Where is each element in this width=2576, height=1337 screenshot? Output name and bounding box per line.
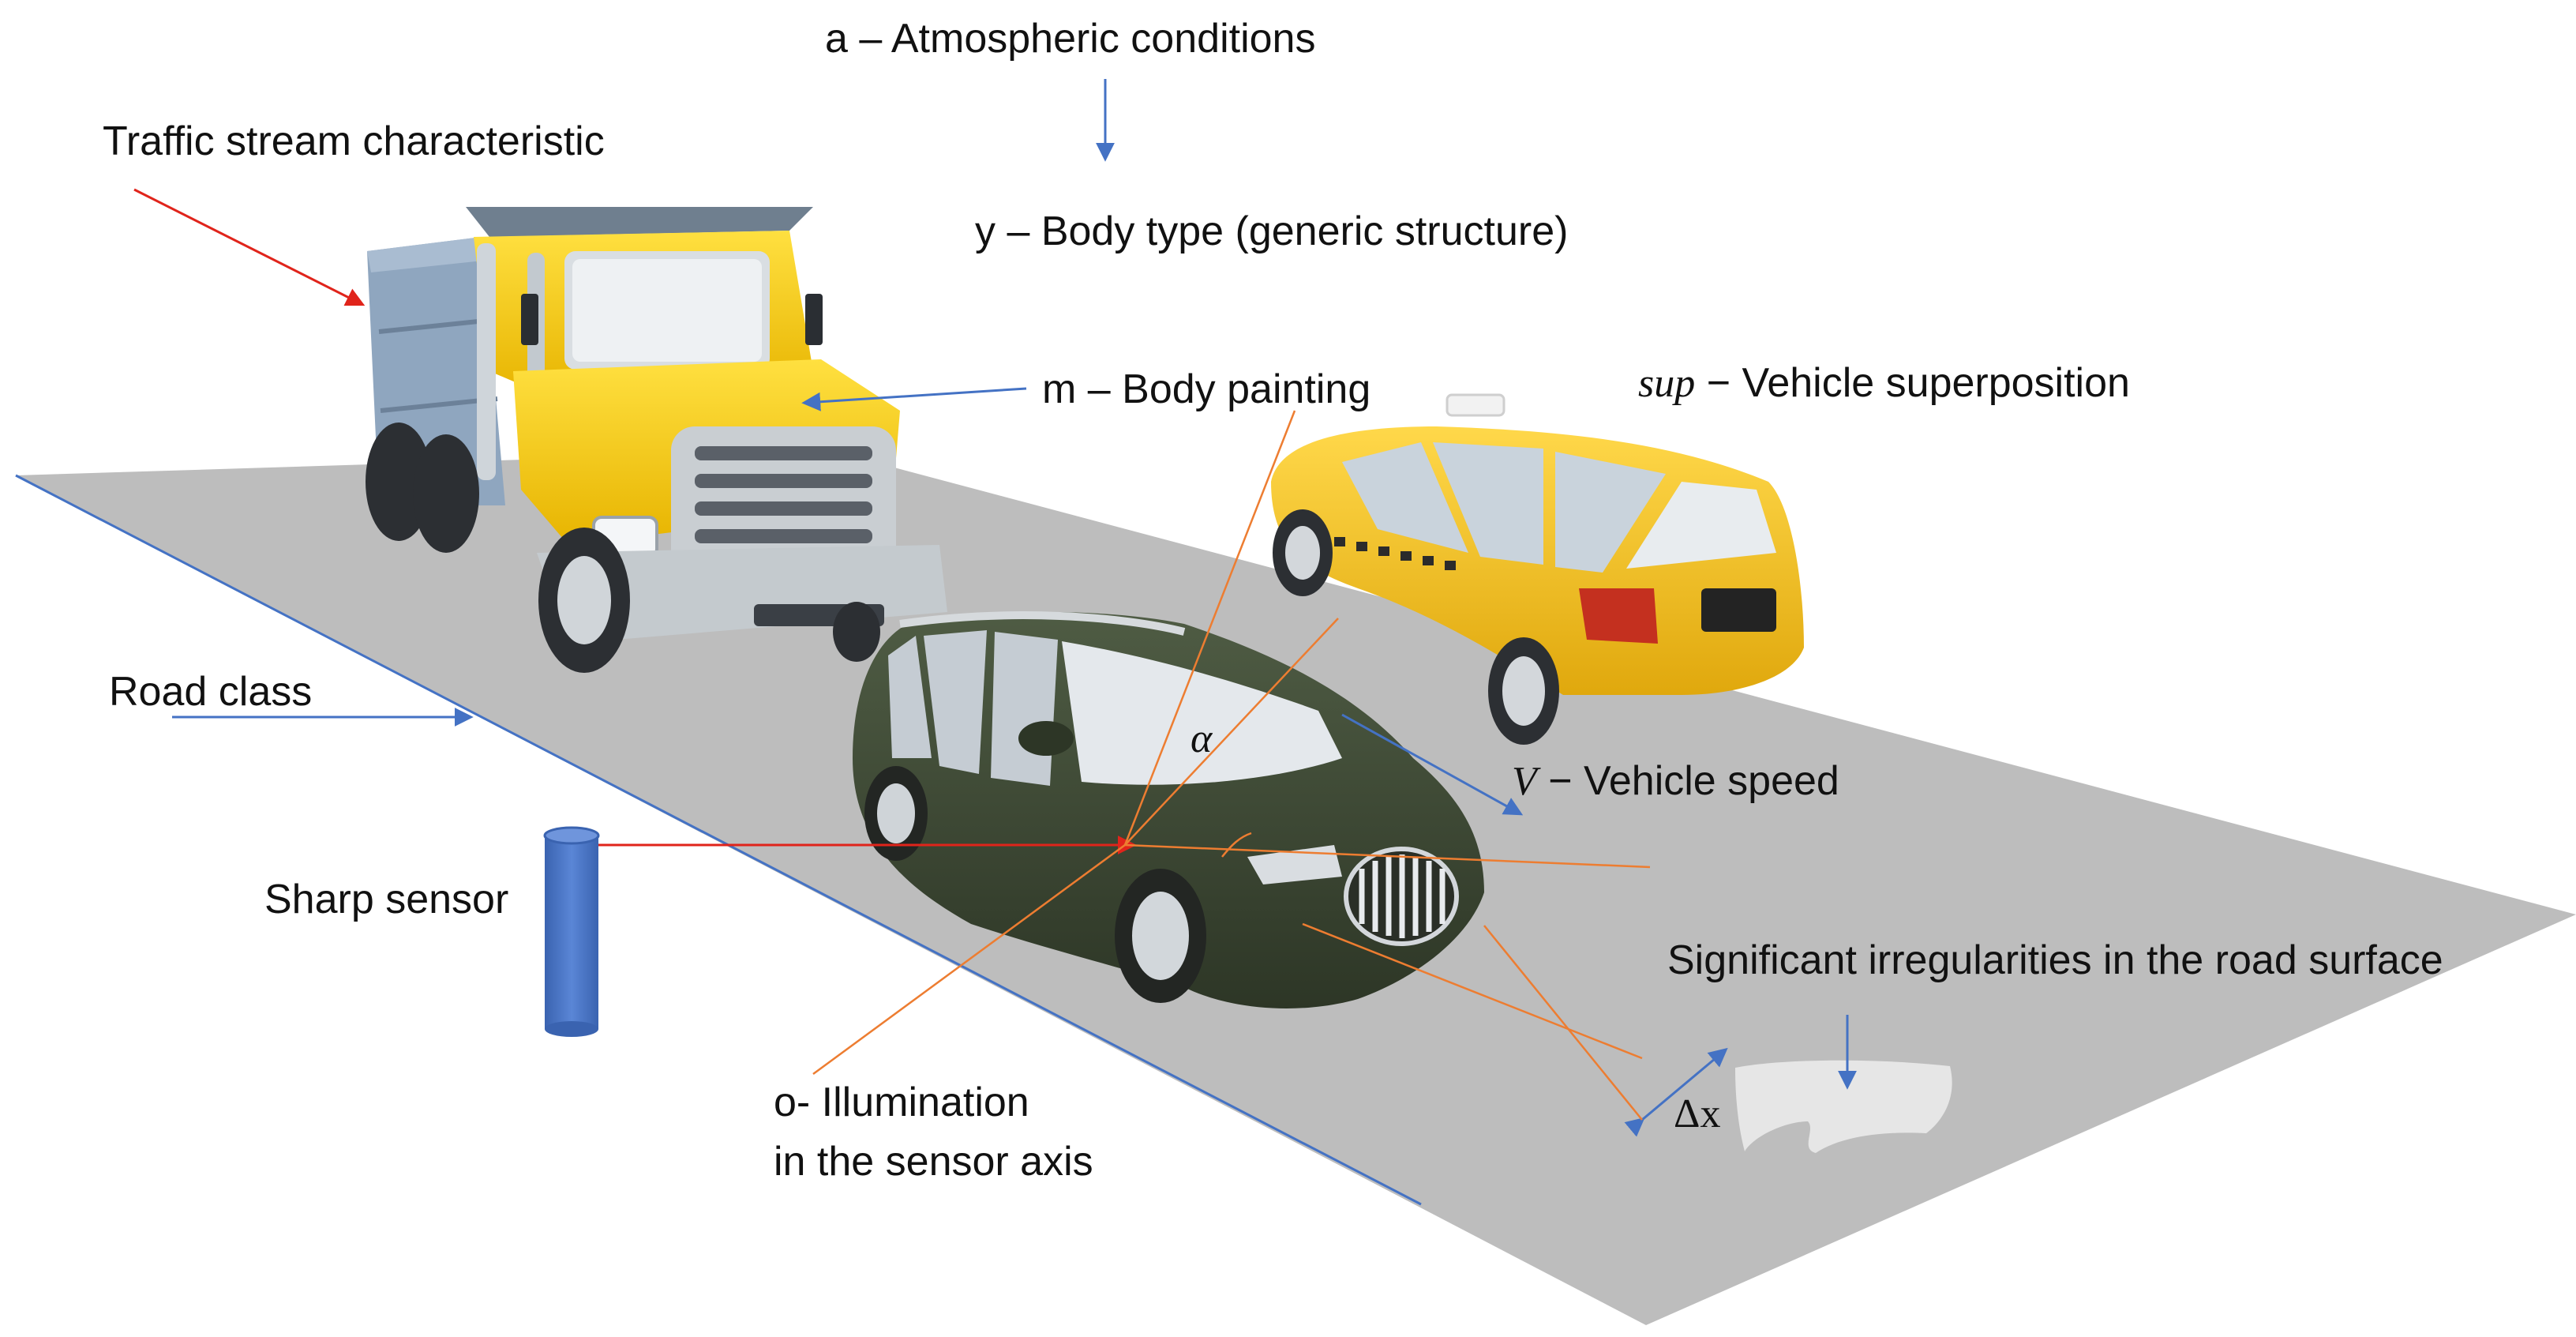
delta-x-arrow <box>1624 1047 1728 1137</box>
vehicle-superposition-label: sup − Vehicle superposition <box>1638 359 2130 408</box>
taxi-icon <box>1271 393 1804 745</box>
body-painting-arrow <box>801 387 1027 411</box>
cylinder-sensor-icon <box>543 826 600 1037</box>
illumination-label-line2: in the sensor axis <box>774 1139 1093 1185</box>
vehicle-speed-arrow <box>1341 713 1524 816</box>
dump-truck-icon <box>366 207 947 673</box>
body-type-label: y – Body type (generic structure) <box>975 208 1569 254</box>
delta-x-tick <box>1483 925 1643 1121</box>
body-painting-label: m – Body painting <box>1042 366 1371 412</box>
traffic-stream-arrow <box>133 188 366 306</box>
vehicle-speed-label: V − Vehicle speed <box>1512 757 1839 806</box>
alpha-label: α <box>1191 716 1213 761</box>
superposition-symbol: sup <box>1638 361 1696 406</box>
illumination-lines <box>812 410 1651 1076</box>
speed-text: − Vehicle speed <box>1548 758 1839 804</box>
illumination-label-line1: o- Illumination <box>774 1080 1029 1125</box>
road-class-label: Road class <box>109 669 313 715</box>
traffic-stream-label: Traffic stream characteristic <box>103 118 605 164</box>
sharp-sensor-label: Sharp sensor <box>264 877 509 922</box>
speed-symbol: V <box>1512 759 1537 804</box>
atmospheric-conditions-label: a – Atmospheric conditions <box>825 16 1316 62</box>
delta-x-label: Δx <box>1674 1091 1721 1136</box>
green-car-icon <box>853 611 1484 1008</box>
superposition-text: − Vehicle superposition <box>1706 360 2130 406</box>
road-edge-line <box>15 474 1422 1206</box>
road-irregularity-patch <box>1735 1060 1952 1153</box>
road-irregularities-label: Significant irregularities in the road s… <box>1667 937 2443 983</box>
